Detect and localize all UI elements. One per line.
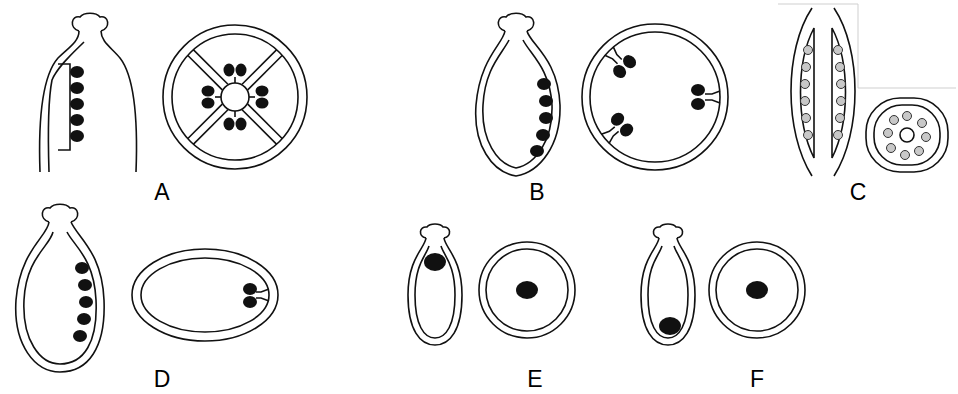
panel-letter: D xyxy=(154,368,171,391)
panel-letter: C xyxy=(850,181,867,204)
panel-letter: B xyxy=(529,181,544,204)
parietal-longitudinal xyxy=(476,13,560,176)
panel-letter: E xyxy=(527,368,542,391)
axile-longitudinal xyxy=(40,13,137,172)
panel-letter: A xyxy=(154,181,169,204)
axile-cross-section xyxy=(163,25,307,169)
marginal-longitudinal xyxy=(16,204,104,372)
parietal-cross-section xyxy=(582,24,728,170)
basal-illustration xyxy=(641,224,805,345)
free-central-illustration xyxy=(778,4,956,176)
marginal-cross-section xyxy=(132,249,278,341)
panel-letter: F xyxy=(750,368,764,391)
apical-illustration xyxy=(408,224,575,345)
